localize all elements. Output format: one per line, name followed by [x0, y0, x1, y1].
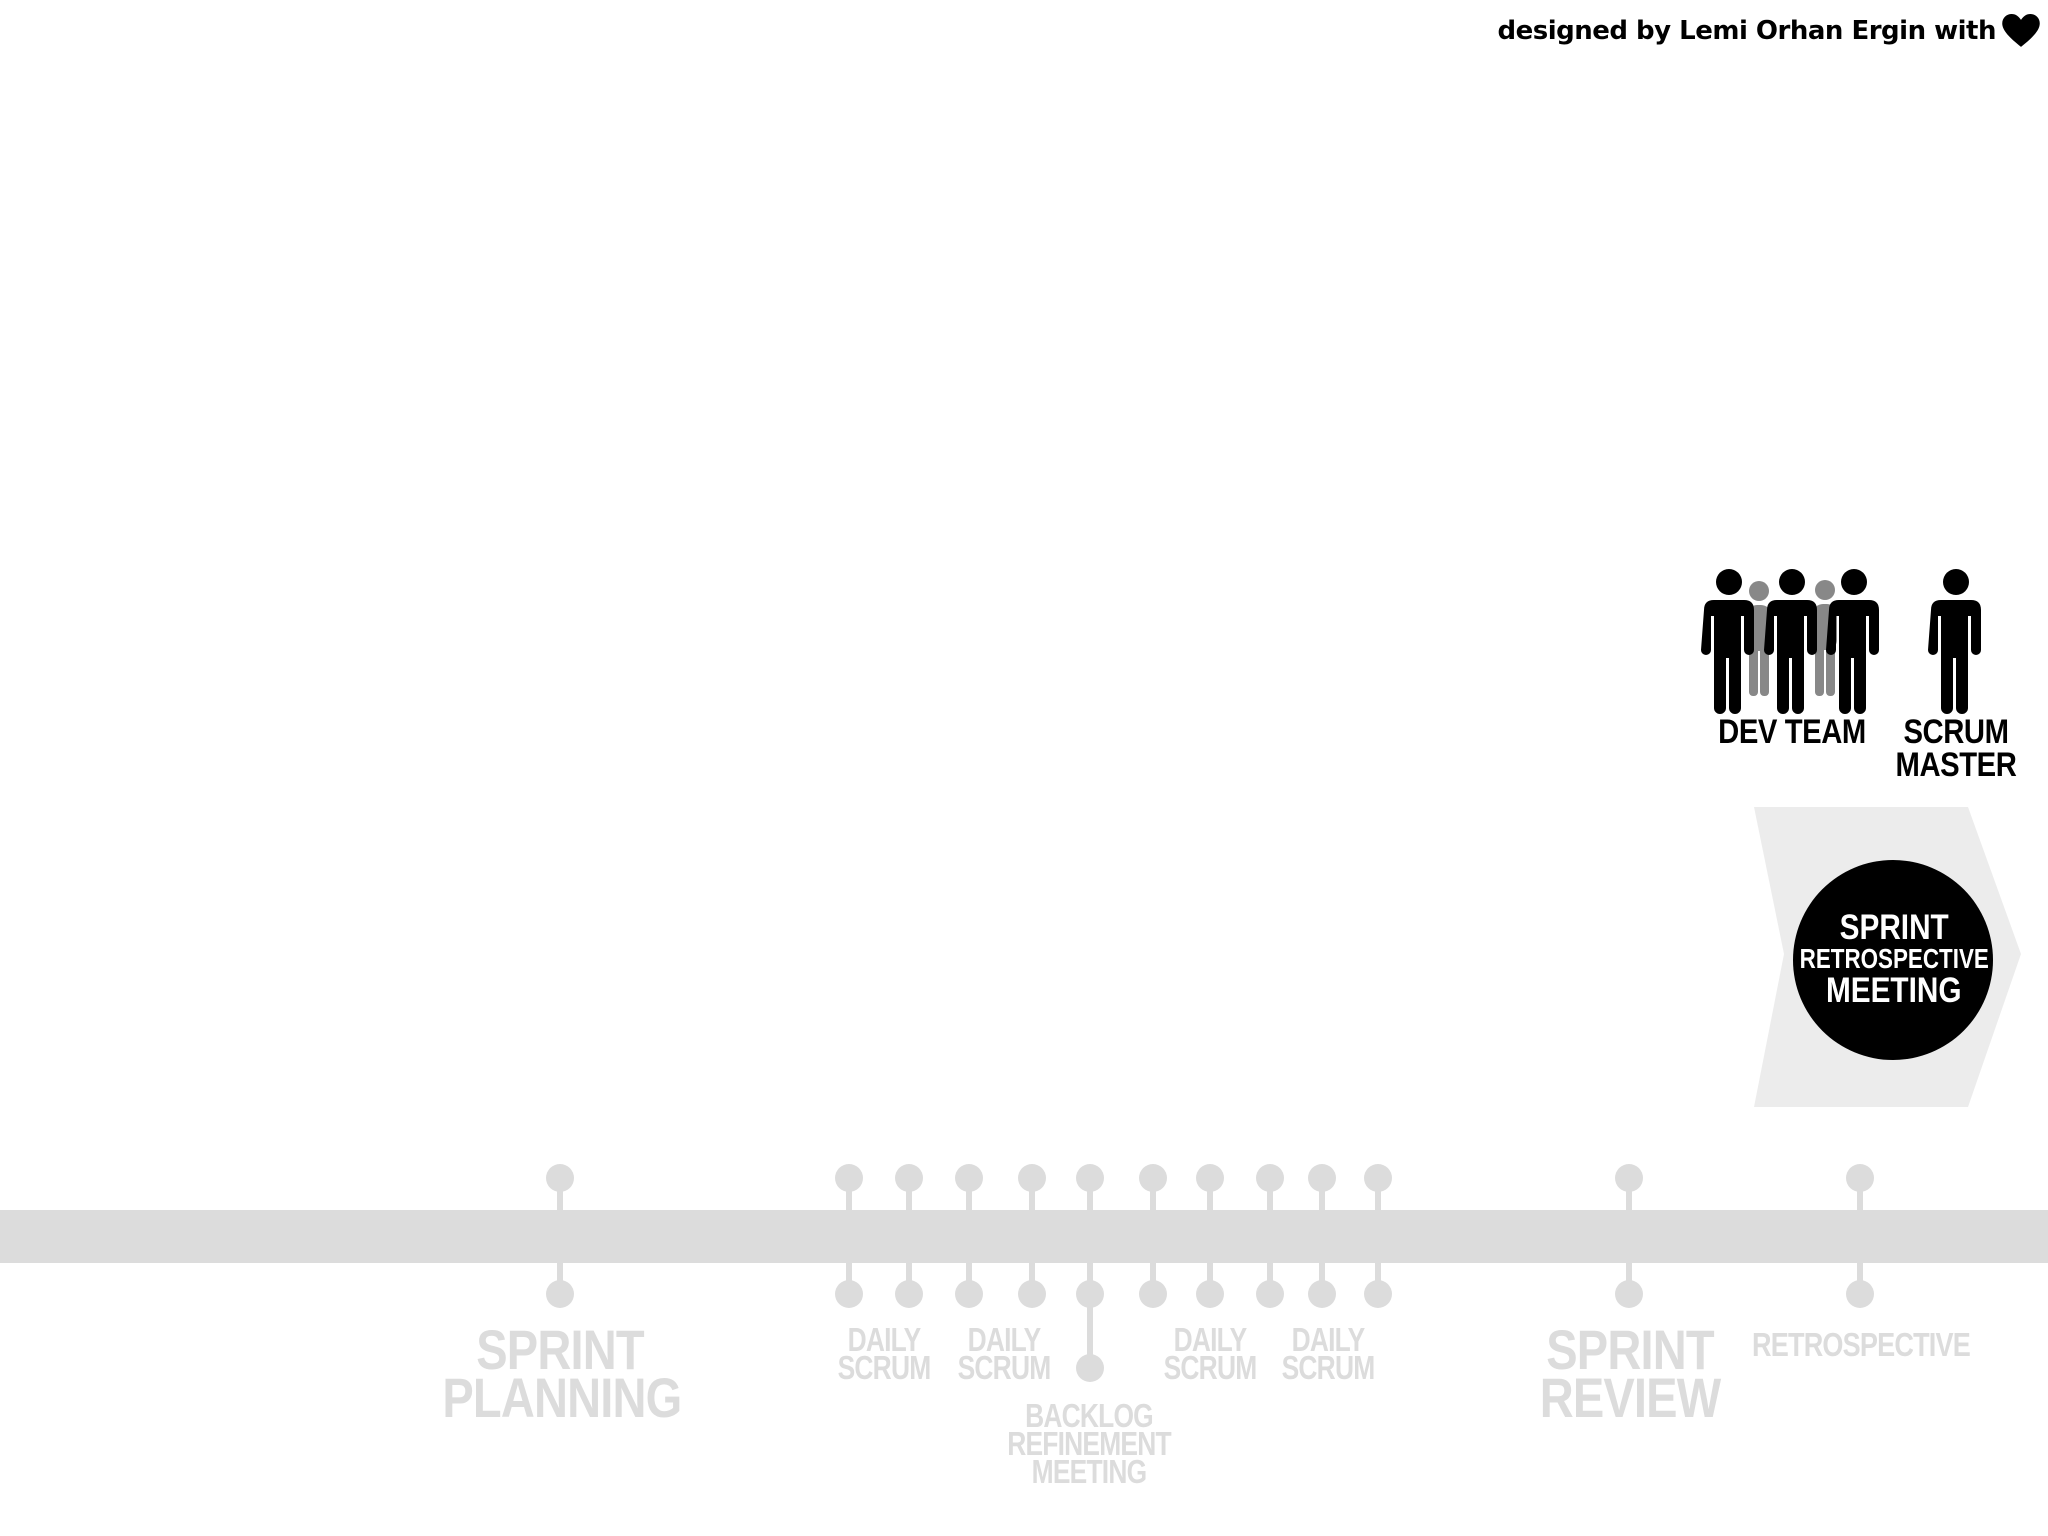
meeting-line-1: SPRINT: [1839, 908, 1949, 947]
sprint-review-line1: SPRINT: [1546, 1318, 1714, 1381]
scrum-master-label: SCRUM MASTER: [1887, 713, 2025, 784]
sprint-review-label: SPRINT REVIEW: [1529, 1318, 1731, 1429]
timeline-pin-dot: [1256, 1164, 1284, 1192]
dev-team-icon: [1701, 569, 1879, 714]
daily-scrum-4-line2: SCRUM: [1281, 1349, 1376, 1386]
backlog-refinement-label: BACKLOG REFINEMENT MEETING: [1005, 1397, 1173, 1490]
retrospective-meeting-circle: [1793, 860, 1993, 1060]
timeline-pin-dot: [1308, 1164, 1336, 1192]
dev-team-label: DEV TEAM: [1718, 713, 1866, 751]
daily-scrum-1-line1: DAILY: [847, 1321, 922, 1358]
timeline-pin-dot: [1615, 1280, 1643, 1308]
timeline-pin-dot: [835, 1164, 863, 1192]
timeline-pin-dot: [955, 1164, 983, 1192]
timeline-pin-dot: [546, 1164, 574, 1192]
daily-scrum-label-3: DAILY SCRUM: [1162, 1321, 1258, 1386]
meeting-line-2: RETROSPECTIVE: [1799, 943, 1989, 974]
timeline-pin-dot: [1364, 1164, 1392, 1192]
sprint-planning-line1: SPRINT: [476, 1318, 644, 1381]
timeline-pin-dot: [1196, 1164, 1224, 1192]
daily-scrum-3-line2: SCRUM: [1163, 1349, 1258, 1386]
timeline-pin-dot: [546, 1280, 574, 1308]
timeline-bar: [0, 1210, 2048, 1263]
timeline-pin-dot: [1308, 1280, 1336, 1308]
designer-credit: designed by Lemi Orhan Ergin with: [1498, 14, 2041, 48]
daily-scrum-3-line1: DAILY: [1173, 1321, 1248, 1358]
daily-scrum-1-line2: SCRUM: [837, 1349, 932, 1386]
timeline-pin-dot: [895, 1164, 923, 1192]
backlog-pin-dot: [1076, 1354, 1104, 1382]
sprint-review-line2: REVIEW: [1539, 1366, 1721, 1429]
daily-scrum-label-4: DAILY SCRUM: [1280, 1321, 1376, 1386]
timeline-pin-dot: [1846, 1280, 1874, 1308]
scrum-master-icon: [1928, 569, 1981, 714]
credit-text: designed by Lemi Orhan Ergin with: [1497, 16, 1997, 46]
daily-scrum-label-2: DAILY SCRUM: [956, 1321, 1052, 1386]
timeline-pin-dot: [1615, 1164, 1643, 1192]
timeline-pins: [546, 1164, 1874, 1382]
backlog-line2: REFINEMENT: [1007, 1425, 1171, 1462]
daily-scrum-label-1: DAILY SCRUM: [836, 1321, 932, 1386]
heart-icon: [2002, 14, 2040, 47]
sprint-planning-label: SPRINT PLANNING: [442, 1318, 682, 1429]
timeline-pin-dot: [955, 1280, 983, 1308]
timeline-pin-dot: [1018, 1164, 1046, 1192]
timeline-pin-dot: [1256, 1280, 1284, 1308]
timeline-pin-dot: [1139, 1164, 1167, 1192]
sprint-planning-line2: PLANNING: [442, 1366, 682, 1429]
timeline-pin-dot: [1018, 1280, 1046, 1308]
timeline-pin-dot: [1846, 1164, 1874, 1192]
timeline-pin-dot: [895, 1280, 923, 1308]
daily-scrum-4-line1: DAILY: [1291, 1321, 1366, 1358]
timeline-pin-dot: [1196, 1280, 1224, 1308]
retrospective-meeting-label: SPRINT RETROSPECTIVE MEETING: [1794, 860, 1994, 1060]
daily-scrum-2-line2: SCRUM: [957, 1349, 1052, 1386]
meeting-line-3: MEETING: [1826, 971, 1962, 1010]
daily-scrum-2-line1: DAILY: [967, 1321, 1042, 1358]
scrum-master-label-line2: MASTER: [1895, 746, 2017, 784]
backlog-line3: MEETING: [1031, 1453, 1147, 1490]
timeline-pin-dot: [835, 1280, 863, 1308]
scrum-master-label-line1: SCRUM: [1903, 713, 2009, 751]
retrospective-label: RETROSPECTIVE: [1752, 1326, 1971, 1363]
timeline-pin-dot: [1364, 1280, 1392, 1308]
timeline-pin-dot: [1076, 1164, 1104, 1192]
backlog-line1: BACKLOG: [1025, 1397, 1154, 1434]
timeline-pin-dot: [1139, 1280, 1167, 1308]
